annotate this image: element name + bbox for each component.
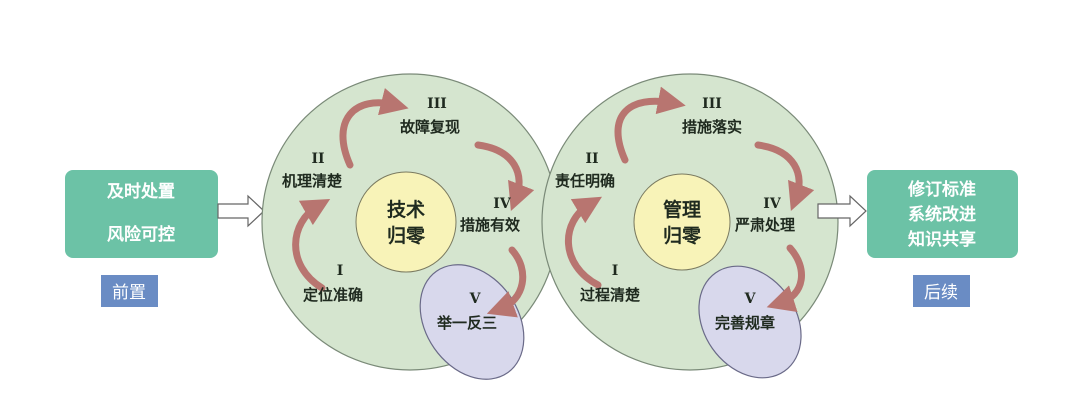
step-label: 措施有效 [460,216,521,234]
arrow-step-1-2-icon [292,199,331,292]
step-label: 机理清楚 [282,172,343,190]
step-number: IV [763,196,782,212]
post-line-3: 知识共享 [907,229,976,250]
step-label: 完善规章 [715,314,775,332]
pre-box: 及时处置 风险可控 [65,170,218,258]
arrow-step-2-3-icon [339,88,409,169]
arrow-step-3-4-icon [754,141,815,212]
step-number: V [469,291,482,307]
arrow-step-4-5-icon [486,246,527,318]
arrow-step-3-4-icon [474,141,535,212]
step-label: 故障复现 [400,118,460,136]
step-label: 过程清楚 [580,286,641,304]
pre-tag-label: 前置 [112,283,146,303]
step-label: 定位准确 [303,286,363,304]
post-line-1: 修订标准 [907,179,976,200]
step-number: II [585,151,598,167]
technical-zero-circle: 技术 归零 I 定位准确 II 机理清楚 III 故障复现 IV 措施有效 V … [261,73,559,380]
step-number: V [744,291,757,307]
step-number: IV [493,196,512,212]
arrow-right-icon [217,194,265,228]
post-line-2: 系统改进 [908,204,976,225]
management-core-line-1: 管理 [663,198,701,221]
arrow-step-1-2-icon [564,196,602,289]
pre-tag: 前置 [101,275,158,307]
post-tag: 后续 [913,275,970,307]
management-core-line-2: 归零 [663,224,702,247]
step-number: I [337,263,344,279]
step-number: I [612,263,619,279]
pre-line-2: 风险可控 [107,224,175,245]
step-number: III [702,96,722,112]
arrow-right-icon [817,194,867,228]
step-number: II [311,151,324,167]
arrow-step-2-3-icon [614,86,686,164]
post-box: 修订标准 系统改进 知识共享 [867,170,1018,258]
technical-core-line-1: 技术 [387,198,425,221]
step-label: 严肃处理 [734,216,795,234]
arrow-step-4-5-icon [766,244,805,313]
step-label: 责任明确 [555,172,615,190]
management-zero-circle: 管理 归零 I 过程清楚 II 责任明确 III 措施落实 IV 严肃处理 V … [541,73,839,379]
technical-core-line-2: 归零 [387,224,426,247]
step-label: 举一反三 [436,314,497,332]
post-tag-label: 后续 [924,283,958,303]
step-number: III [427,96,447,112]
step-label: 措施落实 [682,118,742,136]
pre-line-1: 及时处置 [107,181,175,202]
